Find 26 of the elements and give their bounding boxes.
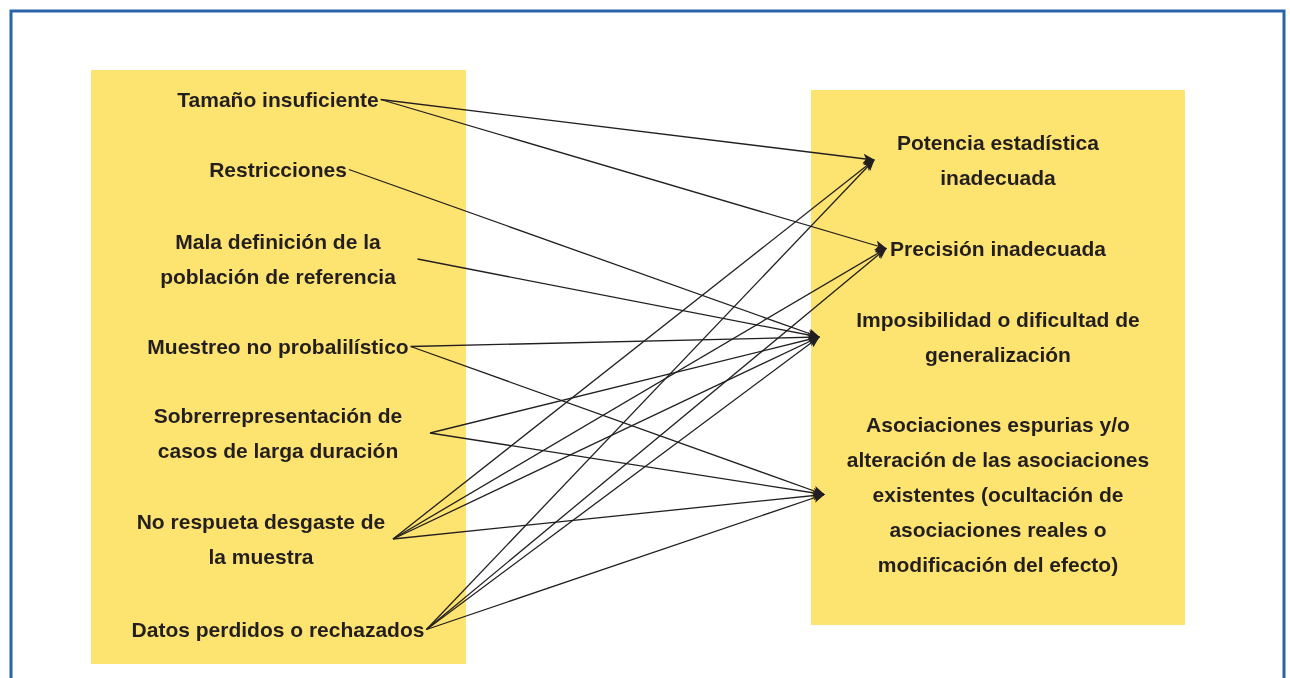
arrow — [425, 493, 825, 631]
arrow — [429, 334, 820, 434]
arrow — [380, 98, 875, 164]
arrow — [392, 159, 875, 540]
item-label: Datos perdidos o rechazados — [131, 612, 425, 647]
item-label: Precisión inadecuada — [890, 231, 1106, 266]
arrow — [348, 168, 820, 338]
item-label: Tamaño insuficiente — [177, 82, 379, 117]
arrow — [392, 490, 825, 540]
arrow — [425, 336, 820, 631]
item-label: Sobrerrepresentación de casos de larga duración — [128, 398, 428, 468]
panel-background — [91, 70, 466, 664]
arrow — [429, 432, 825, 498]
item-label: Asociaciones espurias y/o alteración de las asociaciones existentes (ocultación de asociaciones reales o modificación del efecto) — [828, 407, 1168, 582]
arrow — [410, 345, 825, 496]
item-label: Imposibilidad o dificultad de generalización — [823, 302, 1173, 372]
item-label: No respueta desgaste de la muestra — [131, 504, 391, 574]
item-label: Potencia estadística inadecuada — [878, 125, 1118, 195]
arrow — [416, 258, 820, 340]
panel-background — [811, 90, 1185, 625]
item-label: Restricciones — [209, 152, 347, 187]
arrow — [392, 247, 887, 540]
arrow — [425, 159, 875, 631]
item-label: Mala definición de la población de referencia — [140, 224, 416, 294]
item-label: Muestreo no probalilístico — [147, 329, 409, 364]
arrow — [380, 98, 887, 251]
